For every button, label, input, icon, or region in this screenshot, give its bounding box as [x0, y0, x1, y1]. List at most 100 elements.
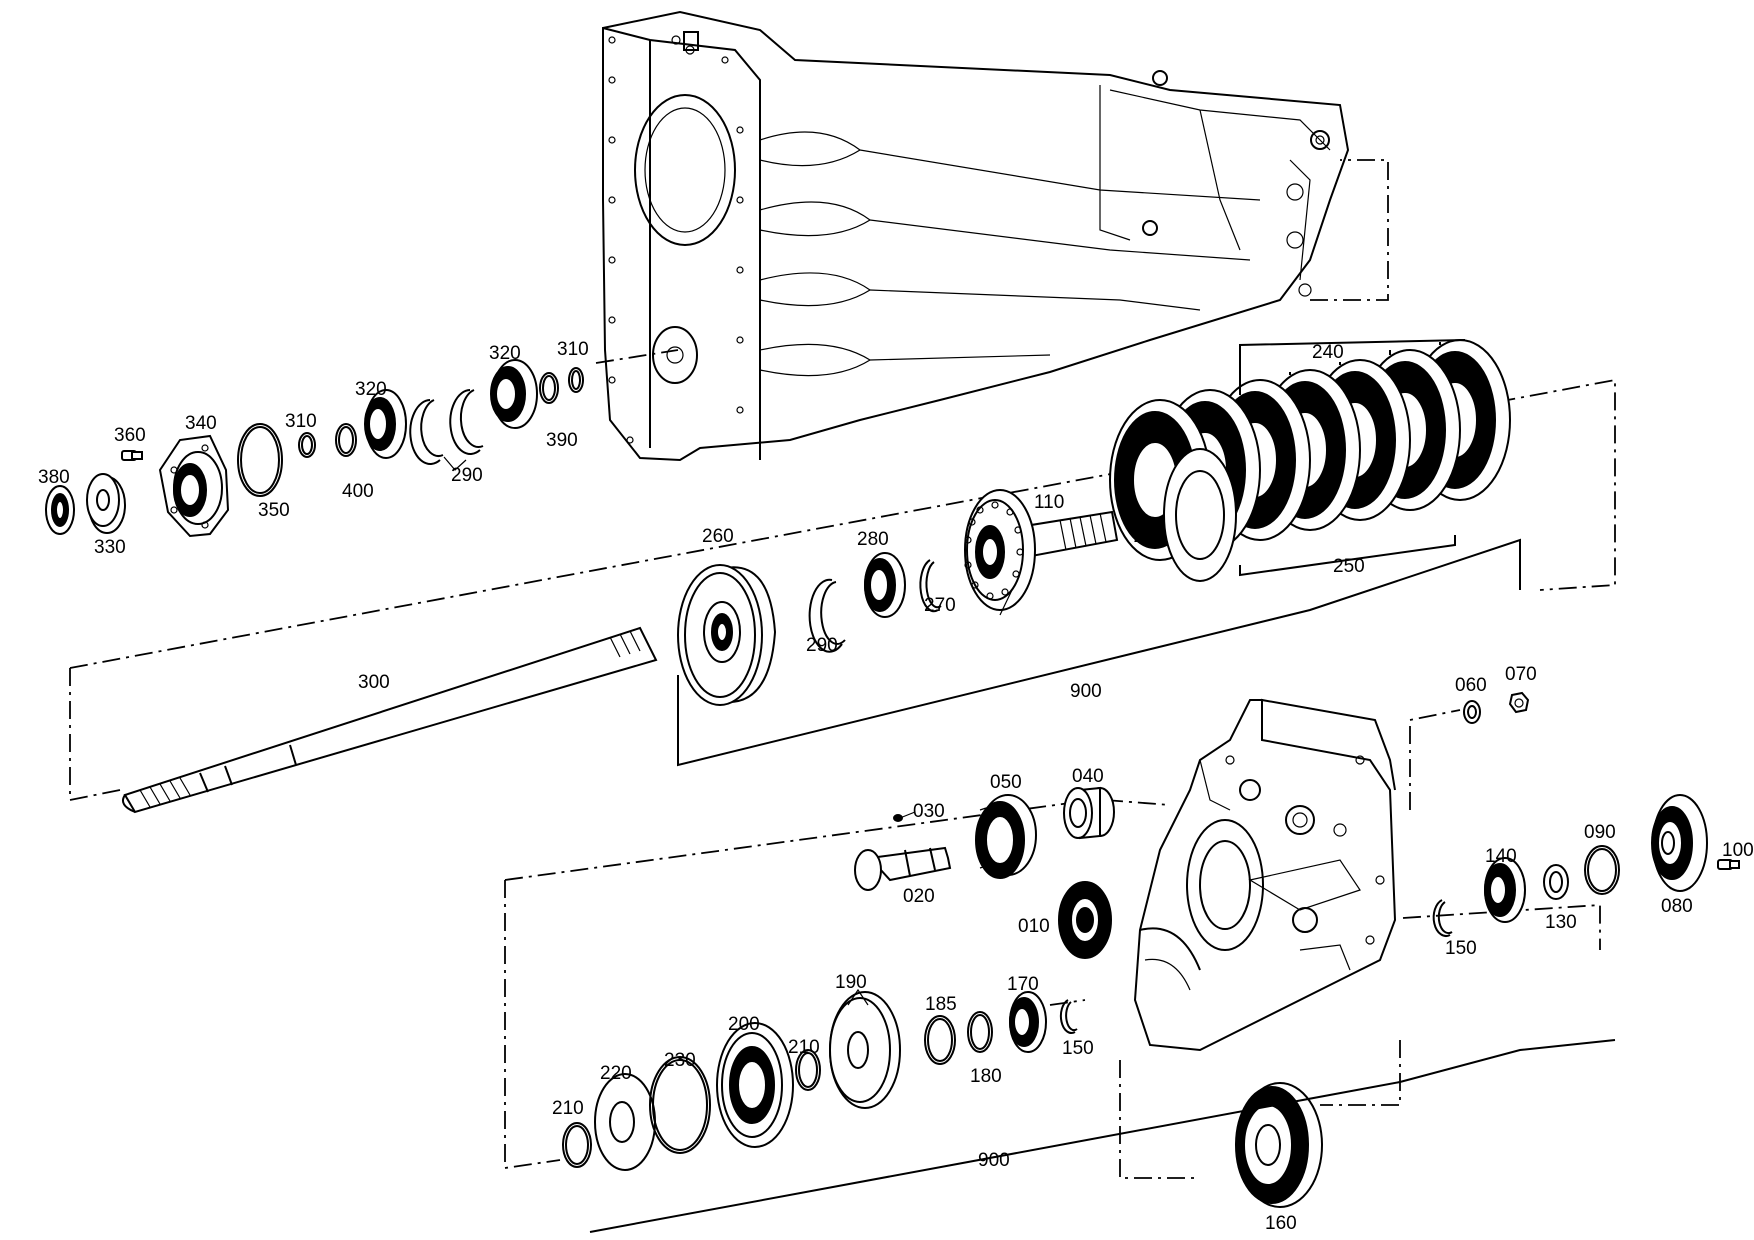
label-220: 220 — [600, 1063, 632, 1084]
part-110-hub-shaft — [964, 489, 1119, 611]
part-400-ring — [335, 423, 357, 457]
part-050-gear — [975, 794, 1037, 879]
label-100: 100 — [1722, 840, 1754, 861]
part-010-gear — [1058, 881, 1112, 959]
gearbox-cover-housing — [1133, 698, 1397, 1052]
part-350-oring — [237, 423, 283, 497]
label-070: 070 — [1505, 664, 1537, 685]
part-180-ring — [967, 1011, 993, 1053]
part-040-bearing — [1063, 786, 1115, 840]
shaft-splines-left — [139, 777, 191, 808]
part-390-ring — [539, 372, 559, 404]
label-400: 400 — [342, 481, 374, 502]
label-350: 350 — [258, 500, 290, 521]
label-020: 020 — [903, 886, 935, 907]
part-260-drum — [677, 564, 777, 706]
part-150-ring-b — [1059, 999, 1078, 1034]
label-185: 185 — [925, 994, 957, 1015]
label-060: 060 — [1455, 675, 1487, 696]
label-170: 170 — [1007, 974, 1039, 995]
label-030: 030 — [913, 801, 945, 822]
label-120: 120 — [1133, 526, 1165, 547]
part-320-bearing-b — [490, 359, 538, 429]
callout-lines — [443, 456, 1013, 1006]
label-270: 270 — [924, 595, 956, 616]
label-900-b: 900 — [978, 1150, 1010, 1171]
label-260: 260 — [702, 526, 734, 547]
part-190-disc — [829, 991, 901, 1109]
part-360-bolt — [121, 450, 143, 461]
part-340-cover — [158, 434, 230, 538]
label-380: 380 — [38, 467, 70, 488]
label-160: 160 — [1265, 1213, 1297, 1234]
label-390: 390 — [546, 430, 578, 451]
part-150-ring-a — [1432, 899, 1453, 937]
part-200-piston — [716, 1022, 794, 1148]
part-270-ring — [919, 559, 942, 613]
label-010: 010 — [1018, 916, 1050, 937]
part-070-nut — [1508, 691, 1530, 714]
label-250: 250 — [1333, 556, 1365, 577]
part-210-ring-b — [795, 1049, 821, 1091]
label-300: 300 — [358, 672, 390, 693]
label-130: 130 — [1545, 912, 1577, 933]
label-240: 240 — [1312, 342, 1344, 363]
hub-holes — [964, 501, 1024, 600]
label-360: 360 — [114, 425, 146, 446]
transmission-housing — [602, 10, 1350, 462]
part-210-ring-a — [562, 1122, 592, 1168]
part-number-labels: 380 330 360 340 350 310 400 320 290 320 … — [38, 339, 1754, 1234]
part-090-ring — [1584, 845, 1620, 895]
label-310-b: 310 — [557, 339, 589, 360]
label-900: 900 — [1070, 681, 1102, 702]
label-280: 280 — [857, 529, 889, 550]
part-380-seal — [45, 485, 75, 535]
label-150: 150 — [1445, 938, 1477, 959]
label-080: 080 — [1661, 896, 1693, 917]
label-040: 040 — [1072, 766, 1104, 787]
part-290-snap-ring-b — [808, 578, 846, 653]
part-030-pin — [893, 814, 903, 822]
shaft-splines-right — [609, 630, 641, 658]
part-160-gear — [1235, 1082, 1323, 1208]
part-060-washer — [1463, 700, 1481, 724]
label-150-b: 150 — [1062, 1038, 1094, 1059]
part-100-bolt — [1717, 859, 1740, 870]
label-140: 140 — [1485, 846, 1517, 867]
part-290-snap-rings-a — [409, 389, 484, 465]
part-020-shaft — [854, 846, 952, 891]
label-340: 340 — [185, 413, 217, 434]
leader-lines — [69, 159, 1616, 1179]
part-230-ring — [649, 1056, 711, 1154]
part-220-disc — [594, 1073, 656, 1171]
label-200: 200 — [728, 1014, 760, 1035]
part-320-bearing-a — [364, 389, 407, 459]
label-210: 210 — [788, 1037, 820, 1058]
part-280-bearing — [864, 552, 906, 618]
label-210-b: 210 — [552, 1098, 584, 1119]
bracket-900-middle — [677, 538, 1521, 767]
label-190: 190 — [835, 972, 867, 993]
label-050: 050 — [990, 772, 1022, 793]
label-320: 320 — [355, 379, 387, 400]
label-290-b: 290 — [806, 635, 838, 656]
label-180: 180 — [970, 1066, 1002, 1087]
label-330: 330 — [94, 537, 126, 558]
label-290: 290 — [451, 465, 483, 486]
part-130-ring — [1543, 864, 1569, 900]
label-090: 090 — [1584, 822, 1616, 843]
parts-240-250-clutch-disc-pack — [1109, 339, 1511, 582]
label-320-b: 320 — [489, 343, 521, 364]
part-310-ring-b — [568, 367, 584, 393]
part-330-spacer — [86, 473, 126, 534]
part-310-ring-a — [298, 432, 316, 458]
label-110: 110 — [1034, 492, 1064, 513]
bracket-900-lower — [589, 1039, 1616, 1233]
label-230: 230 — [664, 1050, 696, 1071]
part-080-cover — [1651, 794, 1708, 892]
part-300-shaft — [122, 626, 658, 814]
label-310: 310 — [285, 411, 317, 432]
part-185-ring — [924, 1015, 956, 1065]
housing-bolt-holes — [608, 35, 744, 444]
